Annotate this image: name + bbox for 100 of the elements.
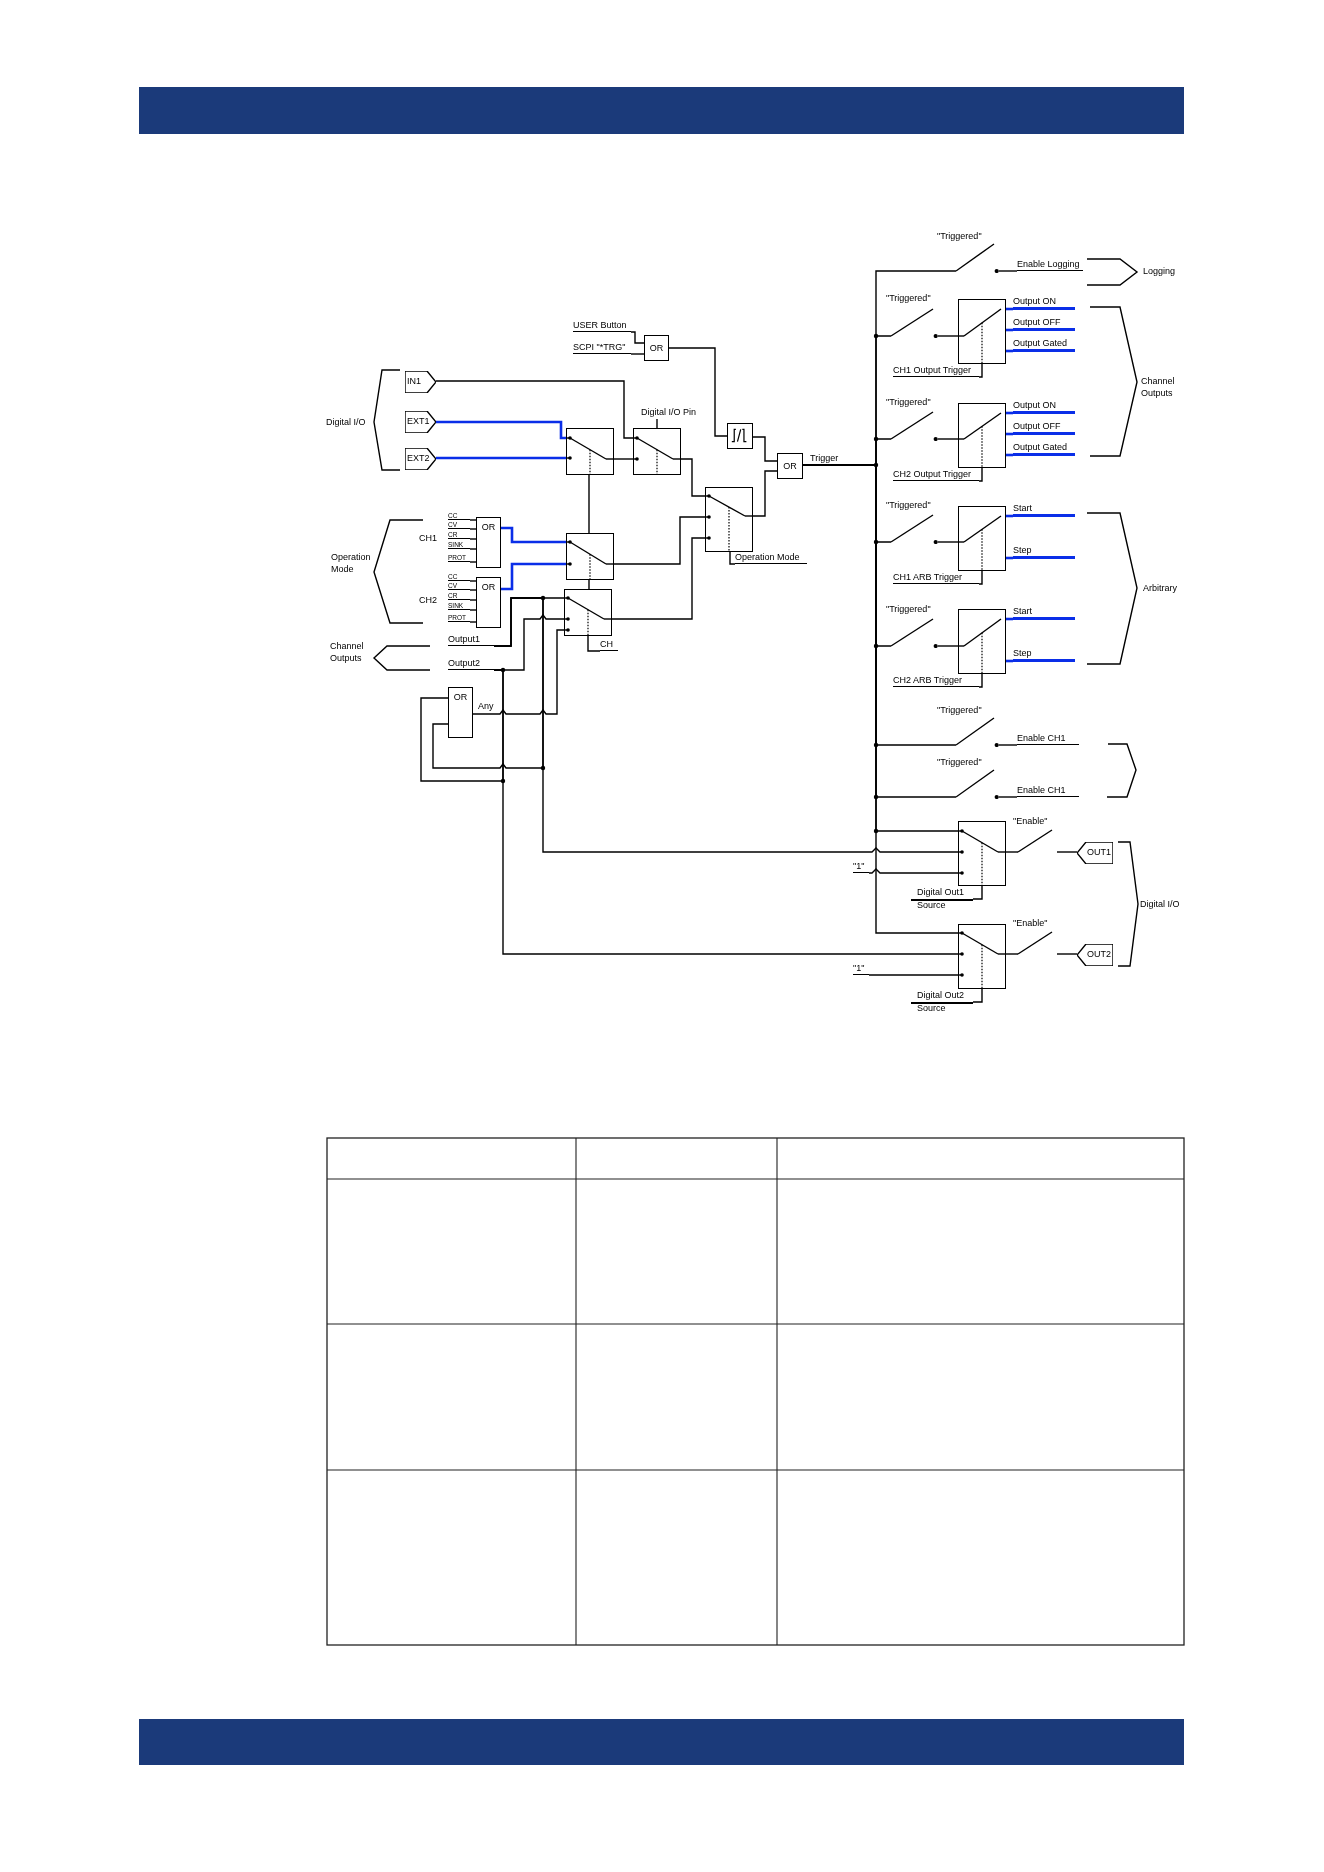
- switch-box: [958, 403, 1006, 468]
- wire: [588, 579, 590, 590]
- wire: [613, 458, 634, 460]
- wire: [1056, 851, 1078, 853]
- wire: [978, 467, 983, 482]
- wire: [435, 380, 634, 439]
- wire: [432, 597, 544, 769]
- wire: [436, 456, 566, 460]
- group-label: Logging: [1143, 265, 1177, 277]
- signal-label: CH1 ARB Trigger: [893, 571, 979, 584]
- connector-shape: [405, 411, 436, 433]
- edge-detector-box: [727, 423, 753, 449]
- group-label: CH1: [419, 532, 438, 544]
- switch-label: "Triggered": [886, 499, 931, 511]
- switch-box: [633, 428, 681, 475]
- wire: [1056, 953, 1078, 955]
- signal-label: Digital I/O Pin: [641, 406, 721, 419]
- signal-label: SCPI "*TRG": [573, 341, 631, 354]
- wire: [978, 363, 983, 378]
- connector-label: EXT2: [407, 453, 430, 464]
- group-label: Digital I/O: [326, 416, 367, 428]
- connector-shape: [1077, 944, 1113, 966]
- or-gate: OR: [777, 453, 803, 479]
- signal-label: "1": [853, 962, 869, 975]
- wire: [668, 347, 728, 437]
- switch-label: Digital Out1 Source: [911, 886, 973, 912]
- or-gate: OR: [448, 687, 473, 738]
- wire: [469, 599, 477, 601]
- switch-box: [564, 589, 612, 636]
- signal-label: CH: [600, 638, 618, 651]
- wire: [998, 744, 1018, 746]
- signal-label: "1": [853, 860, 869, 873]
- wire: [420, 669, 504, 782]
- switch-box: [705, 487, 753, 552]
- or-gate: OR: [476, 577, 501, 628]
- wire: [469, 519, 477, 521]
- switch-label: "Triggered": [886, 396, 931, 408]
- switch-label: Digital Out2 Source: [911, 989, 973, 1015]
- wire: [978, 570, 983, 585]
- wire: [472, 629, 565, 715]
- group-label: CH2: [419, 594, 438, 606]
- group-label: Arbitrary: [1143, 582, 1178, 594]
- switch-label: "Triggered": [937, 756, 982, 768]
- group-label: Digital I/O: [1140, 898, 1181, 910]
- switch-symbol: [891, 411, 938, 441]
- signal-label: Output2: [448, 657, 494, 670]
- switch-label: "Triggered": [937, 704, 982, 716]
- switch-symbol: [956, 717, 999, 747]
- signal-label: USER Button: [573, 319, 631, 332]
- wire: [972, 988, 983, 1003]
- wire: [680, 458, 706, 497]
- switch-box: [958, 821, 1006, 886]
- switch-label: "Triggered": [886, 603, 931, 615]
- switch-symbol: [891, 514, 938, 544]
- wire: [1005, 851, 1019, 853]
- wire: [656, 418, 658, 429]
- switch-label: "Triggered": [937, 230, 982, 242]
- wire: [978, 673, 983, 688]
- switch-symbol: [891, 618, 938, 648]
- switch-label: "Enable": [1013, 917, 1048, 929]
- wire: [436, 420, 566, 440]
- switch-symbol: [956, 769, 999, 799]
- signal-label: Output ON: [1013, 400, 1075, 414]
- signal-label: Step: [1013, 545, 1075, 559]
- switch-box: [566, 533, 614, 580]
- wire: [469, 561, 477, 563]
- connector-label: OUT1: [1087, 847, 1111, 858]
- wire: [937, 645, 959, 647]
- signal-label: Enable Logging: [1017, 258, 1083, 271]
- wire: [937, 541, 959, 543]
- wire: [611, 537, 706, 620]
- signal-label: Operation Mode: [735, 551, 807, 564]
- wire: [469, 548, 477, 550]
- switch-box: [958, 609, 1006, 674]
- wire: [501, 526, 566, 544]
- wire: [1005, 953, 1019, 955]
- connector-label: EXT1: [407, 416, 430, 427]
- wire: [998, 796, 1018, 798]
- signal-label: Output OFF: [1013, 421, 1075, 435]
- group-label: Channel Outputs: [1141, 375, 1176, 399]
- signal-label: Start: [1013, 503, 1075, 517]
- edge-label: Any: [478, 700, 494, 712]
- switch-box: [958, 299, 1006, 364]
- wire: [469, 589, 477, 591]
- signal-label: Output Gated: [1013, 442, 1075, 456]
- wire: [868, 868, 959, 874]
- wire: [469, 538, 477, 540]
- wire: [630, 353, 645, 355]
- switch-box: [958, 924, 1006, 989]
- group-label: Channel Outputs: [330, 640, 365, 664]
- signal-label: Enable CH1: [1017, 784, 1079, 797]
- wire: [469, 528, 477, 530]
- wire: [469, 621, 477, 623]
- wire: [937, 335, 959, 337]
- signal-label: Output ON: [1013, 296, 1075, 310]
- wire: [613, 516, 706, 565]
- wire: [469, 609, 477, 611]
- signal-label: Output1: [448, 633, 494, 646]
- wire: [729, 551, 736, 565]
- wire: [937, 438, 959, 440]
